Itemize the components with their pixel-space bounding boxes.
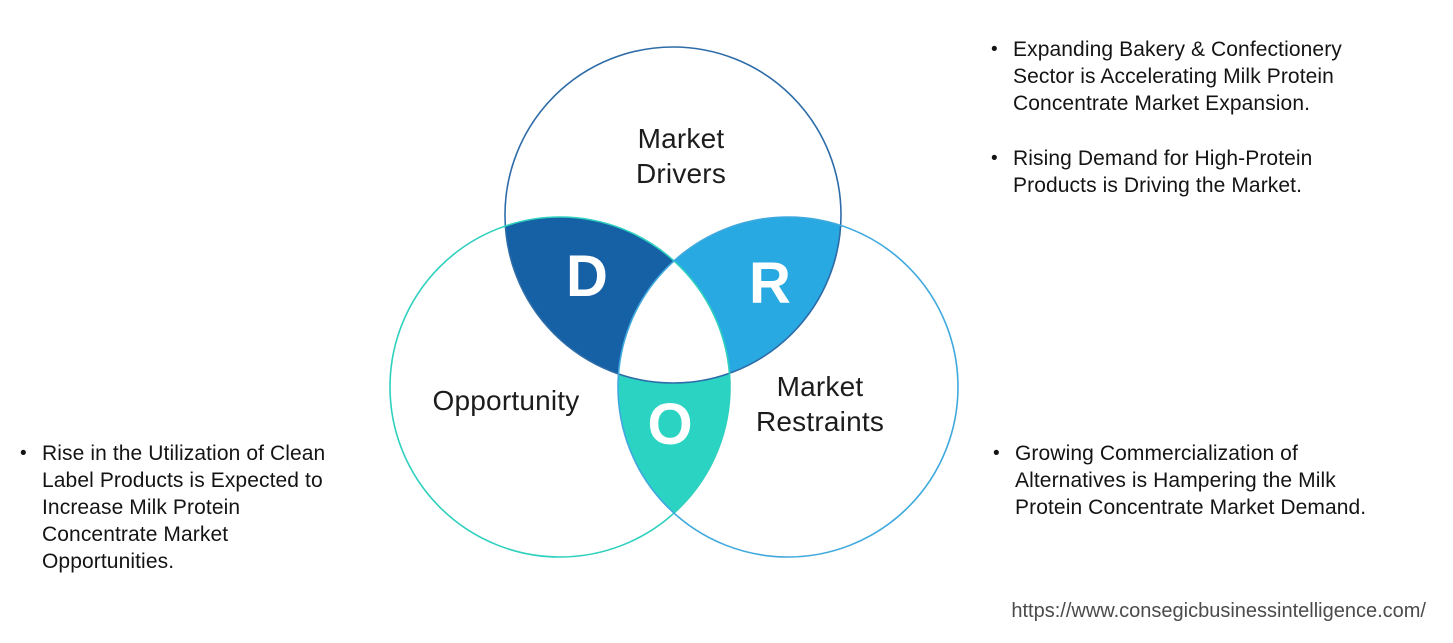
list-item: • Rise in the Utilization of Clean Label…: [20, 440, 370, 575]
opportunity-label: Opportunity: [432, 385, 580, 416]
opportunity-overlap-region: [618, 217, 730, 557]
restraints-circle-outline: [617, 216, 959, 558]
bullet-icon: •: [991, 148, 998, 169]
bullet-icon: •: [993, 443, 1000, 464]
opportunity-insights-list: • Rise in the Utilization of Clean Label…: [20, 440, 370, 575]
list-item: • Expanding Bakery & Confectionery Secto…: [991, 36, 1421, 117]
insight-text: Growing Commercialization of Alternative…: [1015, 442, 1367, 519]
market-drivers-label: Market Drivers: [635, 123, 727, 189]
insight-text: Rising Demand for High-Protein Products …: [1013, 147, 1313, 197]
restraints-letter: R: [749, 251, 791, 316]
market-restraints-label: Market Restraints: [755, 371, 885, 437]
drivers-circle-outline: [504, 46, 842, 384]
insight-text: Expanding Bakery & Confectionery Sector …: [1013, 38, 1342, 115]
bullet-icon: •: [20, 443, 27, 464]
drivers-letter: D: [566, 244, 608, 309]
list-item: • Growing Commercialization of Alternati…: [993, 440, 1423, 521]
bullet-icon: •: [991, 39, 998, 60]
opportunity-circle-outline: [389, 216, 731, 558]
restraints-insights-list: • Growing Commercialization of Alternati…: [993, 440, 1423, 521]
source-url: https://www.consegicbusinessintelligence…: [1011, 600, 1426, 622]
list-item: • Rising Demand for High-Protein Product…: [991, 145, 1421, 199]
opportunity-letter: O: [647, 392, 693, 457]
insight-text: Rise in the Utilization of Clean Label P…: [42, 442, 326, 573]
drivers-insights-list: • Expanding Bakery & Confectionery Secto…: [991, 36, 1421, 199]
